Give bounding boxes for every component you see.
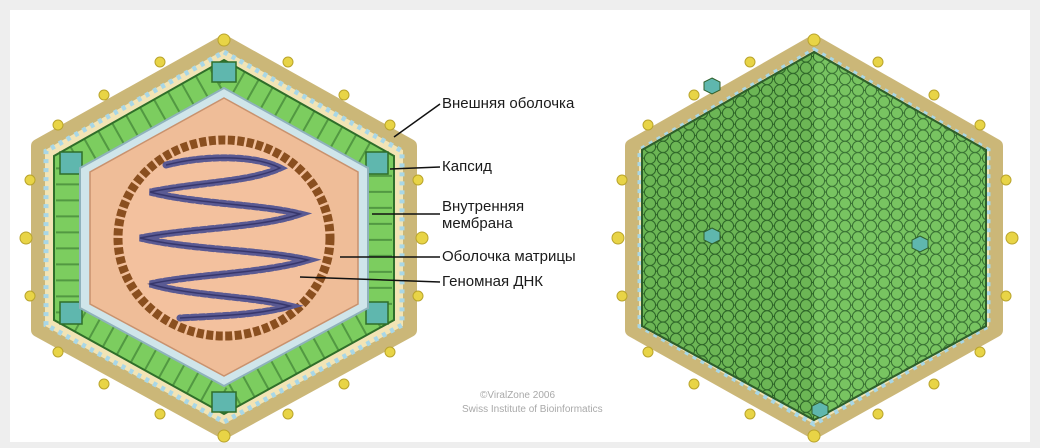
label-inner-membrane-line1: Внутренняя: [442, 199, 524, 215]
label-capsid: Капсид: [442, 159, 492, 175]
label-matrix-shell: Оболочка матрицы: [442, 249, 576, 265]
label-outer-envelope: Внешняя оболочка: [442, 96, 574, 112]
credit-line-2: Swiss Institute of Bioinformatics: [462, 404, 603, 416]
cross-section-virion: [20, 34, 428, 442]
exterior-virion: [612, 34, 1018, 442]
label-inner-membrane-line2: мембрана: [442, 216, 513, 232]
credit-line-1: ©ViralZone 2006: [480, 390, 555, 402]
label-genomic-dna: Геномная ДНК: [442, 274, 543, 290]
